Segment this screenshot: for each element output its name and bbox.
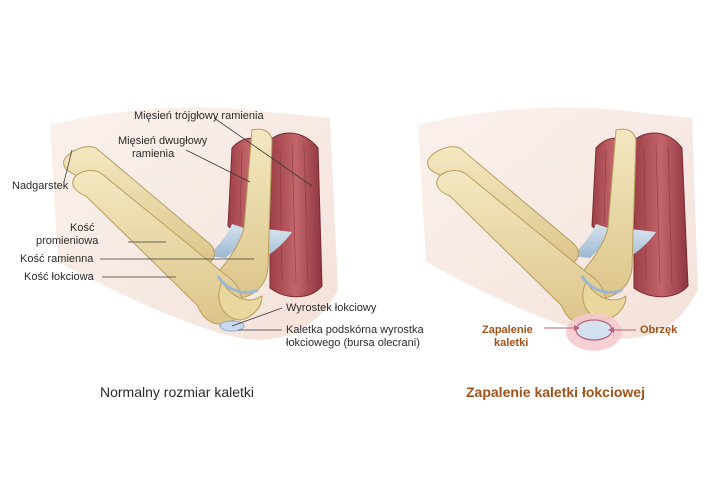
label-bursa-line1: Kaletka podskórna wyrostka [286, 324, 424, 336]
label-swelling: Obrzęk [640, 324, 678, 336]
caption-normal: Normalny rozmiar kaletki [100, 384, 255, 400]
caption-bursitis: Zapalenie kaletki łokciowej [466, 384, 645, 400]
triceps-leader [213, 117, 313, 187]
leader-lines [63, 117, 313, 331]
inflamed-bursa [575, 319, 613, 341]
label-olecranon: Wyrostek łokciowy [286, 302, 377, 314]
label-humerus: Kość ramienna [20, 253, 94, 265]
label-inflammation-line1: Zapalenie [482, 324, 533, 336]
normal-elbow-drawing [50, 107, 338, 340]
biceps-leader [185, 149, 251, 183]
label-radius-line1: Kość [70, 222, 95, 234]
label-ulna: Kość łokciowa [24, 271, 94, 283]
triceps-muscle [633, 132, 689, 298]
label-biceps-line1: Mięsień dwugłowy [118, 135, 208, 147]
label-wrist: Nadgarstek [12, 180, 69, 192]
olecranon-process [218, 280, 263, 321]
olecranon-process [582, 280, 627, 321]
triceps-muscle [269, 132, 323, 298]
joint-cartilage [580, 275, 623, 294]
olecranon-leader [231, 307, 283, 327]
accent-leader-lines [544, 327, 636, 331]
ulna-bone [72, 170, 243, 325]
label-bursa-line2: łokciowego (bursa olecrani) [286, 337, 420, 349]
swelling-arrowhead [608, 327, 614, 333]
label-triceps: Mięsień trójgłowy ramienia [134, 110, 264, 122]
label-radius-line2: promieniowa [36, 235, 99, 247]
inflammation-arrowhead [574, 325, 580, 331]
accent-arrowheads [574, 325, 614, 333]
joint-cartilage [216, 275, 259, 294]
wrist-leader [63, 149, 73, 183]
label-inflammation-line2: kaletki [494, 337, 529, 349]
bursitis-elbow-drawing [418, 107, 698, 351]
label-biceps-line2: ramienia [132, 148, 175, 160]
